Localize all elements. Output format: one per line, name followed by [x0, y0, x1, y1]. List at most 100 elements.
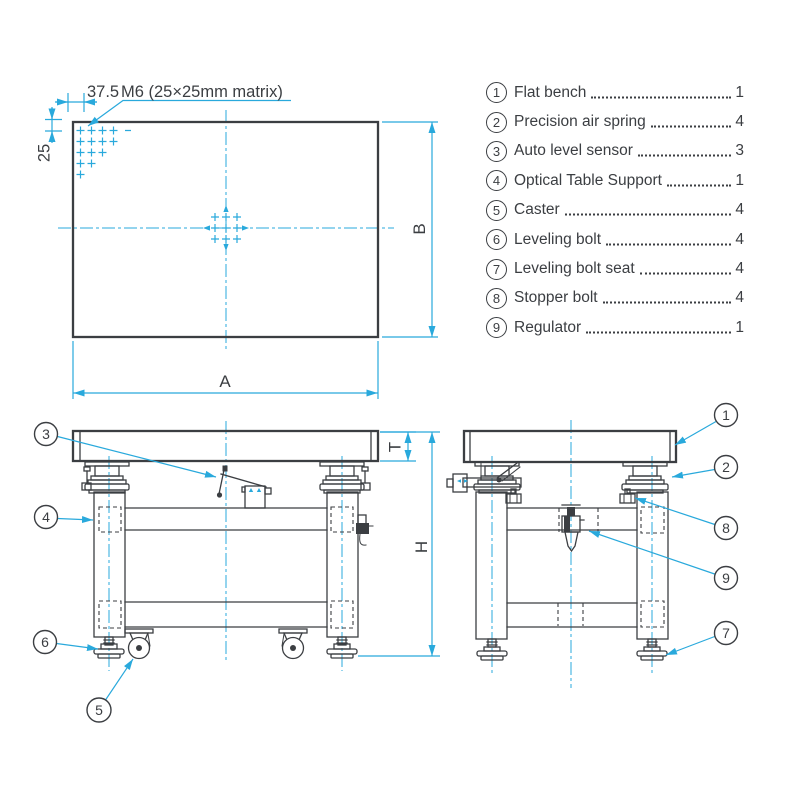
leader-1 [674, 420, 717, 446]
corner-hole-matrix [76, 126, 131, 179]
caster-right [278, 628, 308, 660]
leader-2 [671, 468, 715, 479]
front-view: T H 3 4 6 5 [32, 421, 440, 723]
svg-text:7: 7 [722, 625, 730, 641]
svg-text:6: 6 [41, 634, 49, 650]
front-leg-dashed-inserts [98, 506, 354, 629]
matrix-note-label: M6 (25×25mm matrix) [121, 83, 283, 101]
callout-6: 6 [32, 629, 58, 655]
air-spring-side-right [621, 461, 669, 494]
leader-dots [564, 213, 732, 216]
caster-left [124, 628, 154, 660]
part-number-badge: 3 [486, 140, 507, 162]
side-dashed-inserts [557, 506, 665, 628]
stopper-bolt-side-left [505, 488, 522, 504]
dim-t-label: T [386, 442, 405, 452]
svg-text:8: 8 [722, 520, 730, 536]
leader-6 [56, 642, 99, 652]
dim-edge-offset-label: 37.5 [87, 83, 119, 101]
dim-b-label: B [410, 223, 429, 234]
side-cross-beams [506, 507, 638, 628]
callout-7: 7 [713, 620, 739, 646]
front-cross-beams [124, 507, 328, 628]
svg-text:2: 2 [722, 459, 730, 475]
callout-2: 2 [713, 454, 739, 480]
side-view: 1 2 8 9 7 [446, 402, 739, 688]
callout-8: 8 [713, 515, 739, 541]
dim-b: B [382, 121, 438, 338]
leveling-bolt-side-left [476, 638, 508, 661]
svg-text:9: 9 [722, 570, 730, 586]
leader-4 [57, 516, 94, 524]
part-row: 8 Stopper bolt 4 [486, 284, 744, 313]
part-label: Regulator [514, 318, 582, 336]
part-label: Leveling bolt seat [514, 260, 635, 278]
part-qty: 4 [735, 201, 744, 219]
leader-5 [105, 658, 134, 701]
part-label: Precision air spring [514, 113, 646, 131]
leader-dots [637, 154, 732, 157]
leader-9 [588, 530, 715, 575]
svg-text:5: 5 [95, 702, 103, 718]
dim-hole-pitch: 25 [36, 107, 62, 162]
leader-dots [586, 331, 732, 334]
dim-h: H [358, 431, 440, 657]
air-spring-front-left [81, 461, 130, 494]
part-label: Optical Table Support [514, 171, 662, 189]
svg-text:3: 3 [42, 426, 50, 442]
part-number-badge: 5 [486, 199, 507, 221]
callout-3: 3 [33, 421, 59, 447]
leveling-bolt-front-right [326, 636, 358, 659]
part-number-badge: 7 [486, 258, 507, 280]
part-number-badge: 6 [486, 229, 507, 251]
leader-dots [606, 243, 732, 246]
callout-9: 9 [713, 565, 739, 591]
air-spring-front-right [319, 461, 371, 494]
part-number-badge: 2 [486, 111, 507, 133]
top-view: 37.5 M6 (25×25mm matrix) 25 B A [36, 83, 438, 399]
dim-t: T [380, 431, 416, 462]
part-qty: 4 [735, 260, 744, 278]
part-label: Auto level sensor [514, 142, 633, 160]
part-qty: 1 [735, 318, 744, 336]
dim-hole-pitch-label: 25 [36, 144, 54, 162]
leader-dots [639, 272, 732, 275]
leader-7 [665, 635, 715, 656]
leader-dots [602, 301, 732, 304]
part-qty: 4 [735, 289, 744, 307]
part-number-badge: 8 [486, 287, 507, 309]
part-label: Caster [514, 201, 560, 219]
parts-list: 1 Flat bench 1 2 Precision air spring 4 … [486, 78, 744, 343]
leader-dots [591, 96, 732, 99]
part-row: 2 Precision air spring 4 [486, 107, 744, 136]
part-label: Stopper bolt [514, 289, 598, 307]
part-qty: 1 [735, 171, 744, 189]
part-qty: 3 [735, 142, 744, 160]
leader-3 [57, 435, 217, 478]
part-number-badge: 4 [486, 170, 507, 192]
part-qty: 1 [735, 83, 744, 101]
dim-edge-offset: 37.5 [55, 83, 119, 112]
part-row: 1 Flat bench 1 [486, 78, 744, 107]
part-number-badge: 1 [486, 82, 507, 104]
part-label: Leveling bolt [514, 230, 602, 248]
side-centerlines [491, 420, 653, 688]
auto-level-sensor-front [216, 465, 272, 509]
svg-text:1: 1 [722, 407, 730, 423]
leader-dots [666, 184, 732, 187]
callout-4: 4 [33, 504, 59, 530]
callout-1: 1 [713, 402, 739, 428]
leveling-bolt-front-left [93, 636, 125, 659]
auto-level-sensor-side [446, 461, 522, 493]
part-row: 6 Leveling bolt 4 [486, 225, 744, 254]
bench-top-outline [71, 120, 380, 339]
dim-a-label: A [219, 372, 231, 391]
part-row: 5 Caster 4 [486, 196, 744, 225]
front-bench-slab [71, 429, 380, 463]
callout-5: 5 [86, 697, 112, 723]
side-bench-slab [462, 429, 678, 464]
dim-a: A [72, 341, 379, 399]
part-label: Flat bench [514, 83, 587, 101]
